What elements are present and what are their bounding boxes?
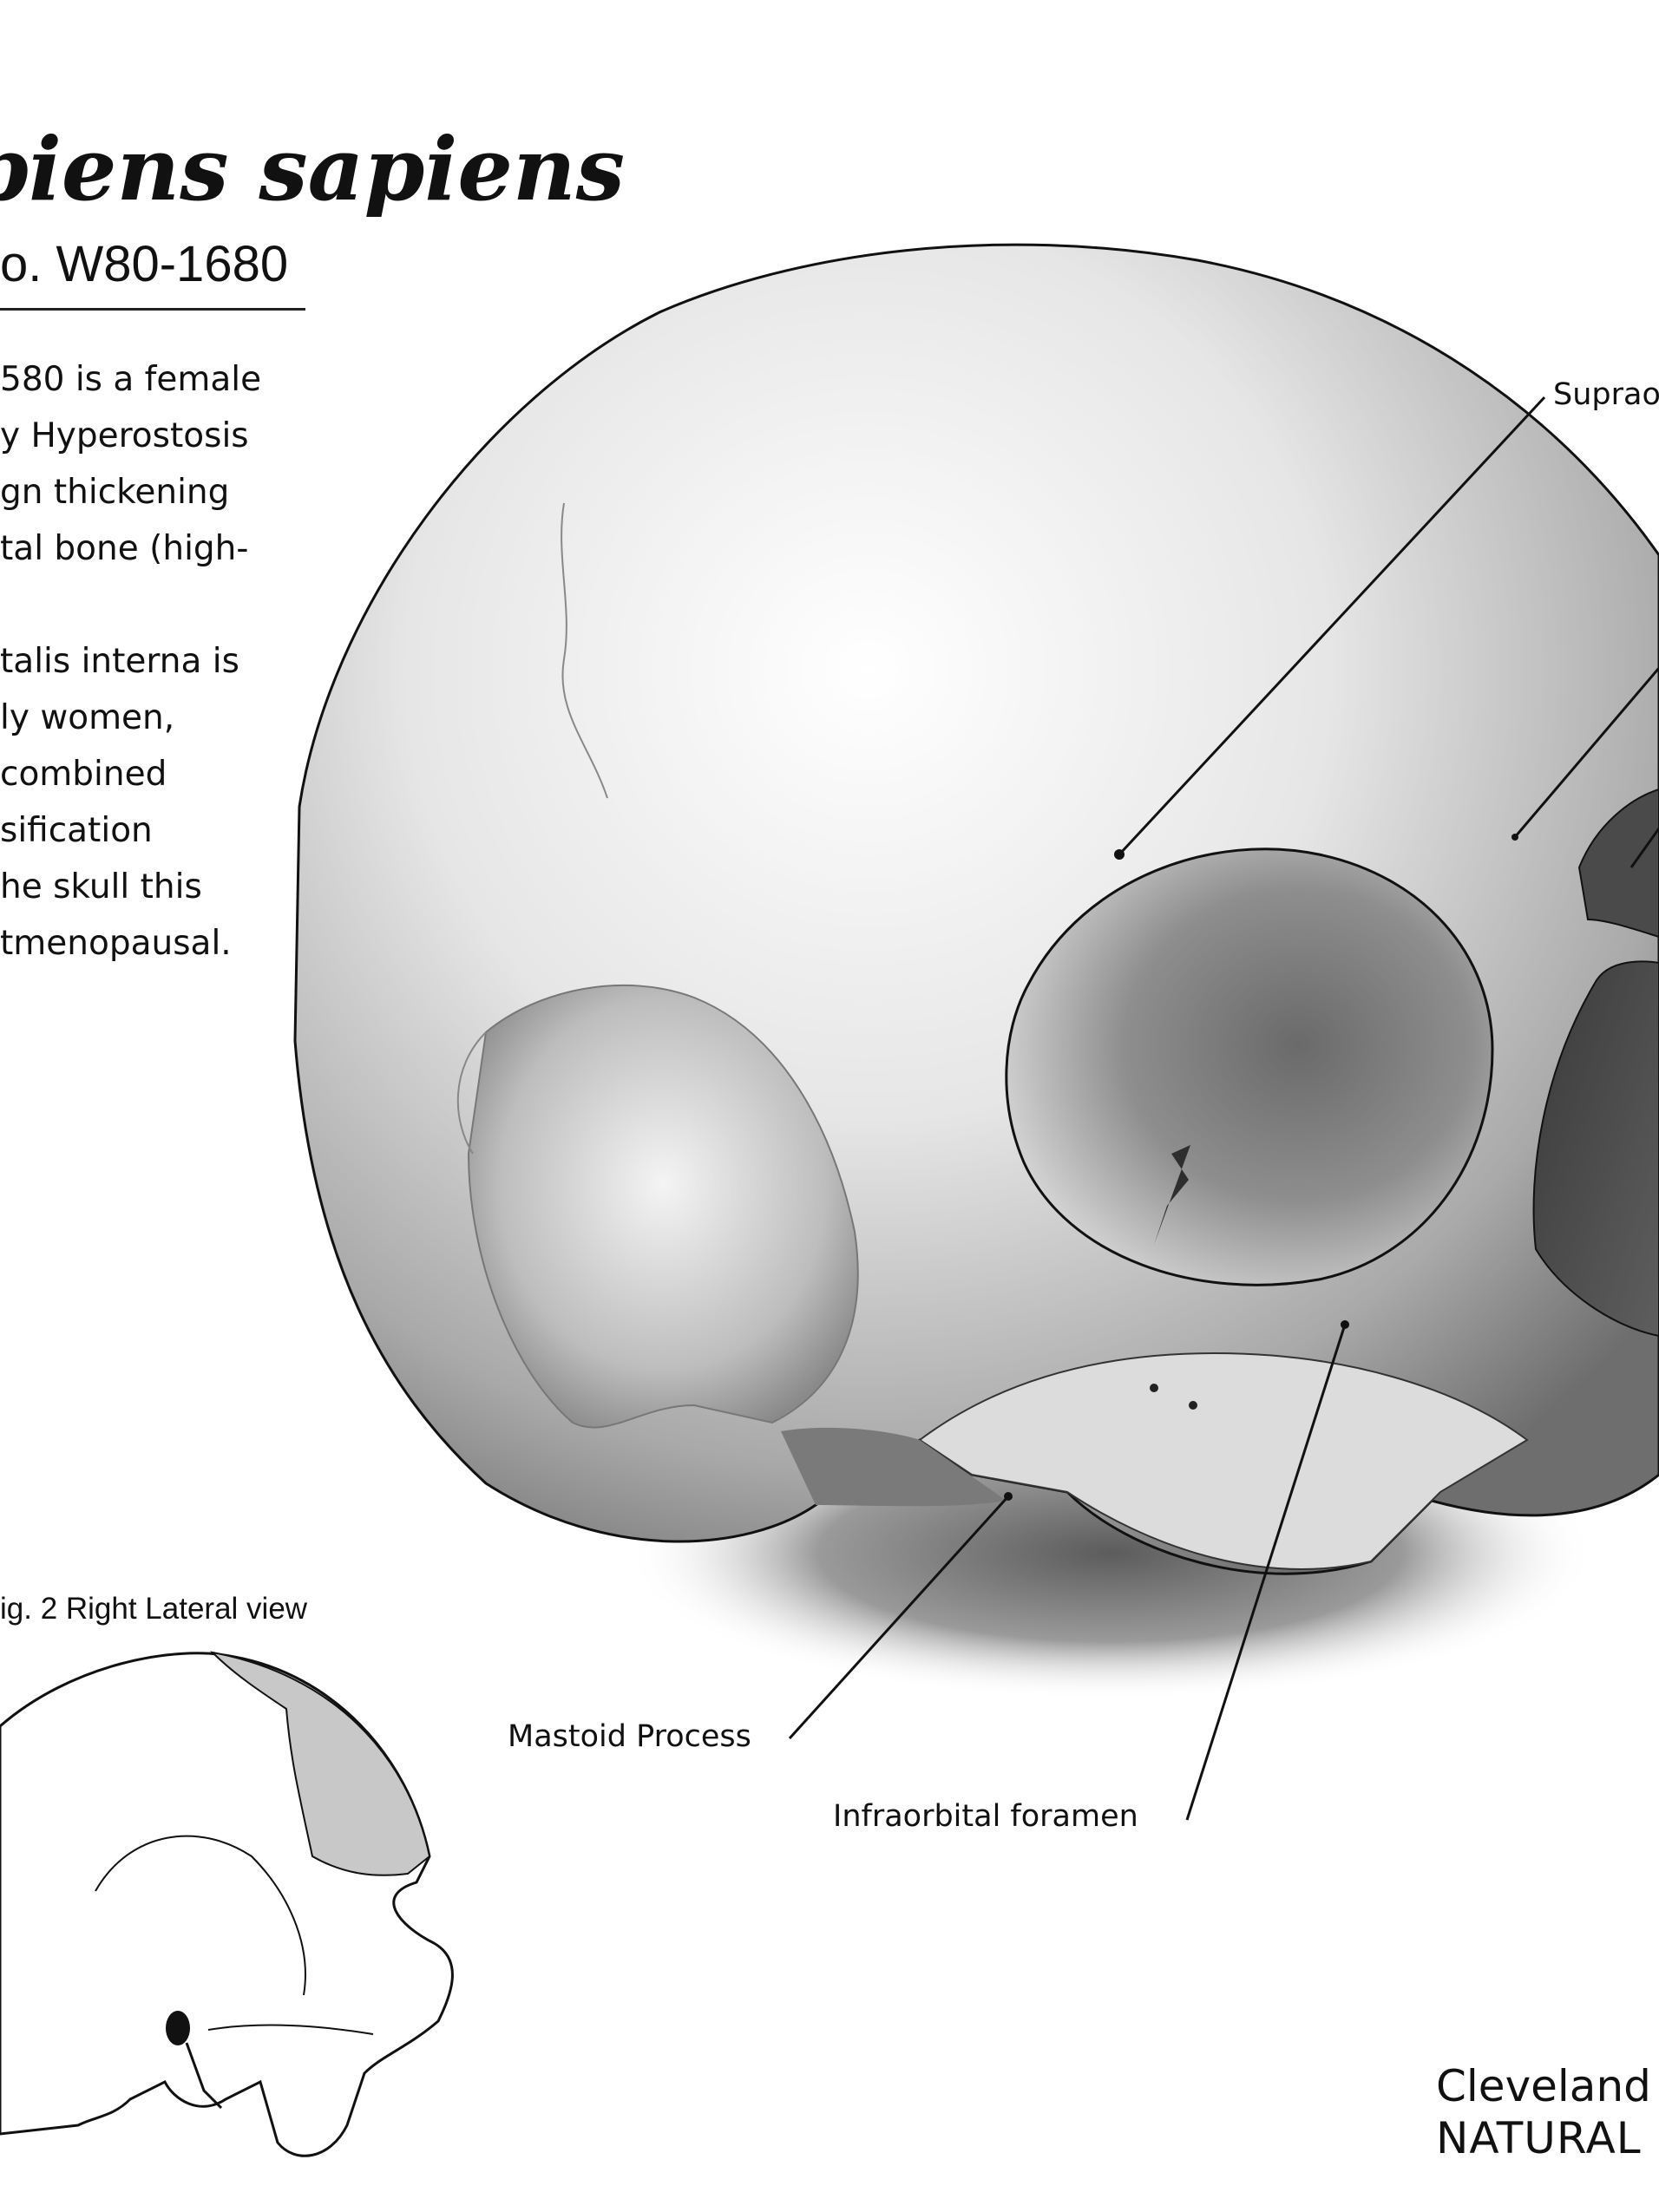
leader-line-nasal (1629, 828, 1659, 868)
description-line: he skull this (0, 859, 286, 915)
lateral-mastoid (185, 2042, 223, 2110)
page-title-text: piens sapiens (0, 121, 625, 217)
nasal-bone (1577, 788, 1659, 939)
leader-line-mastoid (788, 1495, 1010, 1740)
nasal-cavity (1532, 960, 1659, 1338)
title-divider (0, 308, 305, 311)
temporal-region (467, 984, 859, 1429)
description-line-text: tmenopausal. (0, 924, 232, 963)
cranium-outline (293, 243, 1659, 1575)
lateral-cranium-outline (0, 1652, 454, 2157)
description-line: y Hyperostosis (0, 408, 286, 464)
description-line (0, 577, 286, 633)
figure-caption-text: ig. 2 Right Lateral view (0, 1592, 308, 1626)
description-line-text: 580 is a female (0, 360, 262, 399)
description-line-text: sification (0, 811, 153, 850)
museum-logo-line-1: Cleveland M (1436, 2061, 1659, 2111)
description-line: tmenopausal. (0, 915, 286, 967)
description-line: tal bone (high- (0, 520, 286, 577)
description-line-text: combined (0, 755, 167, 794)
foramen-dot-a (1150, 1384, 1158, 1392)
foramen-dot-b (1189, 1401, 1197, 1410)
description-line: sification (0, 802, 286, 859)
label-supraorbital: Suprao (1553, 377, 1659, 412)
description-line: 580 is a female (0, 351, 286, 408)
description-line-text: gn thickening (0, 473, 230, 512)
label-mastoid-process: Mastoid Process (508, 1719, 751, 1754)
lateral-temporal-line (95, 1835, 306, 1996)
description-text: 580 is a female y Hyperostosis gn thicke… (0, 351, 286, 967)
coronal-suture (561, 502, 608, 799)
leader-line-supraorbital (1118, 396, 1546, 856)
figure-caption: ig. 2 Right Lateral view (0, 1587, 373, 1631)
description-line-text: y Hyperostosis (0, 416, 249, 455)
description-line-text: talis interna is (0, 642, 239, 681)
specimen-number-text: o. W80-1680 (0, 236, 289, 292)
orbit-notch (1154, 1145, 1190, 1245)
maxilla (918, 1351, 1529, 1570)
label-infraorbital-foramen: Infraorbital foramen (833, 1799, 1138, 1834)
mastoid-shadow (781, 1427, 1007, 1507)
lateral-ear-opening (166, 2011, 190, 2045)
orbit-cavity (1005, 847, 1494, 1286)
description-line-text: tal bone (high- (0, 529, 249, 568)
leader-line-upper-right (1513, 667, 1659, 838)
page-title: piens sapiens (0, 121, 625, 217)
squamous-suture (456, 1031, 487, 1155)
lateral-highlight-region (210, 1651, 431, 1876)
museum-logo: Cleveland M NATURAL (1436, 2060, 1659, 2182)
museum-logo-line-2: NATURAL (1436, 2113, 1642, 2163)
description-line: combined (0, 746, 286, 802)
leader-line-infraorbital (1185, 1324, 1347, 1821)
description-line: ly women, (0, 690, 286, 746)
description-line: gn thickening (0, 464, 286, 520)
description-line-text: ly women, (0, 698, 175, 737)
lateral-view-figure (0, 1651, 454, 2157)
lateral-zygomatic-arch (207, 2024, 374, 2035)
description-line-text: he skull this (0, 867, 202, 906)
specimen-number: o. W80-1680 (0, 234, 304, 295)
description-line: talis interna is (0, 633, 286, 690)
